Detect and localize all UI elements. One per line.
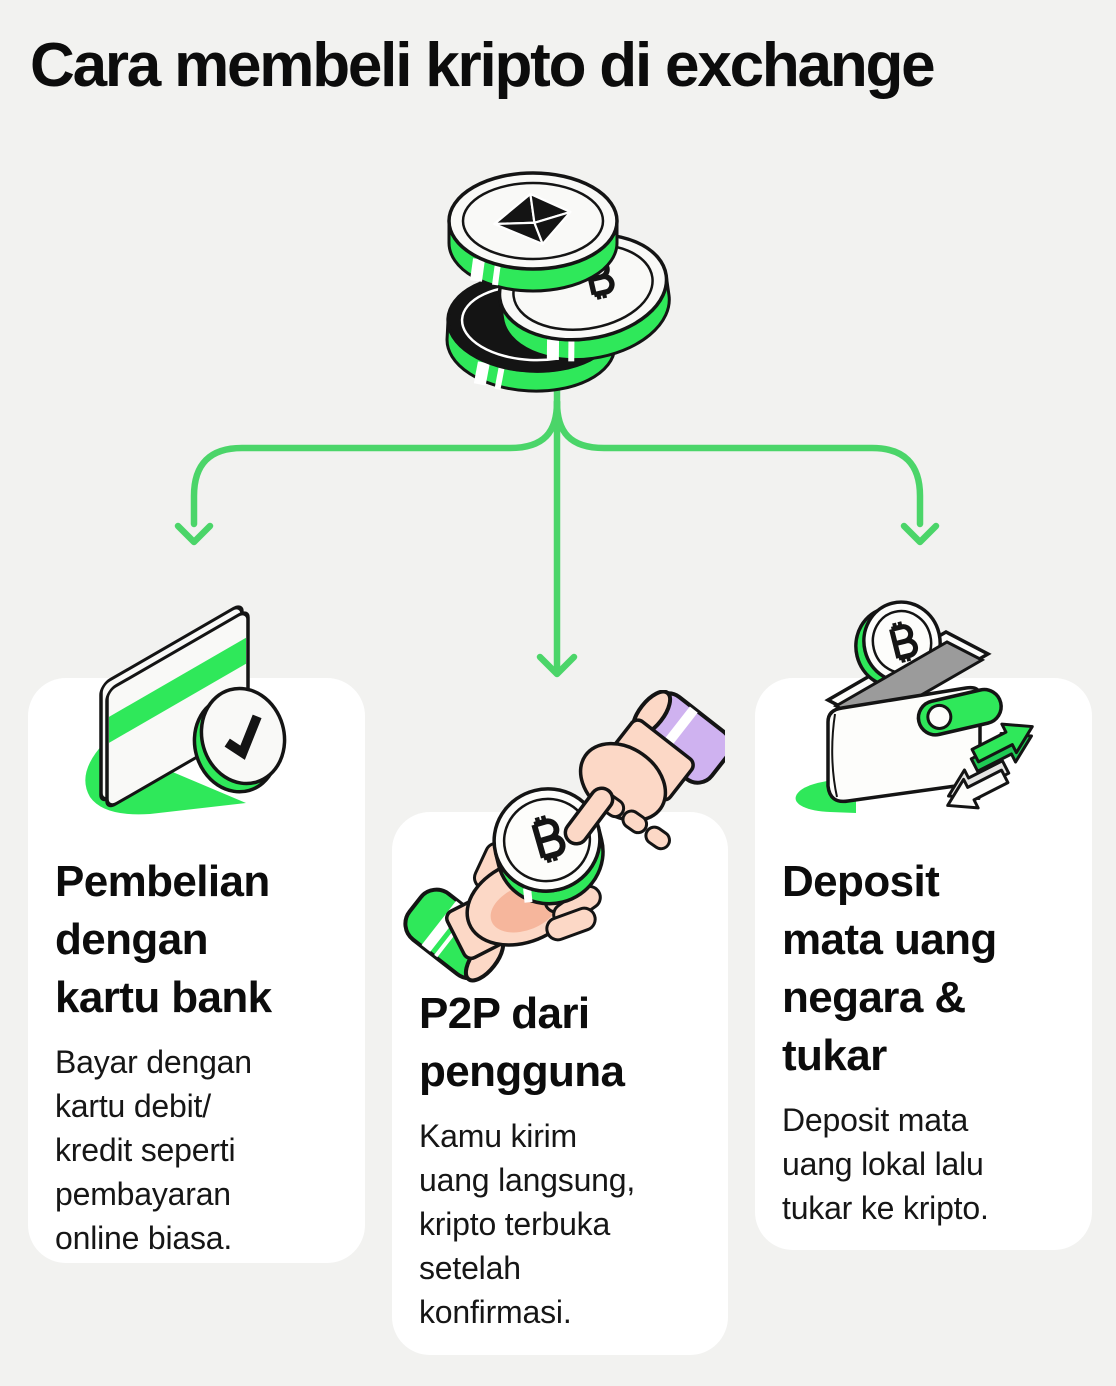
card-stripe	[109, 637, 246, 743]
flow-arrow-right	[553, 398, 940, 546]
card-deposit-swap: Deposit mata uang negara & tukar Deposit…	[755, 678, 1092, 1250]
bank-card-check-illustration	[85, 605, 287, 815]
wallet-deposit-illustration	[795, 600, 1042, 822]
card-heading: Deposit mata uang negara & tukar	[782, 857, 997, 1080]
card-body: Deposit mata uang lokal lalu tukar ke kr…	[782, 1102, 989, 1226]
index-finger	[563, 786, 615, 846]
bank-card	[99, 605, 250, 808]
ethereum-coin	[447, 171, 619, 293]
card-body: Bayar dengan kartu debit/ kredit seperti…	[55, 1044, 252, 1256]
flow-arrows	[174, 382, 940, 678]
pointing-hand	[563, 690, 725, 851]
card-heading: Pembelian dengan kartu bank	[55, 857, 272, 1022]
crypto-coins-stack-illustration	[445, 171, 671, 393]
card-heading: P2P dari pengguna	[419, 989, 625, 1096]
ethereum-icon	[493, 192, 572, 246]
wallet	[824, 600, 1003, 804]
card-bank-purchase: Pembelian dengan kartu bank Bayar dengan…	[28, 678, 365, 1263]
card-body: Kamu kirim uang langsung, kripto terbuka…	[419, 1118, 636, 1330]
arrow-head-icon	[900, 522, 940, 546]
flow-arrow-left	[174, 398, 561, 546]
check-badge	[192, 686, 287, 794]
arrow-head-icon	[174, 522, 214, 546]
wallet-clasp	[916, 687, 1003, 737]
hands-exchange-illustration	[403, 690, 725, 983]
arrow-head-icon	[536, 653, 578, 678]
flow-arrow-center	[536, 382, 578, 678]
giving-hand	[403, 841, 602, 983]
check-icon	[224, 714, 262, 760]
page-title: Cara membeli kripto di exchange	[30, 31, 936, 100]
